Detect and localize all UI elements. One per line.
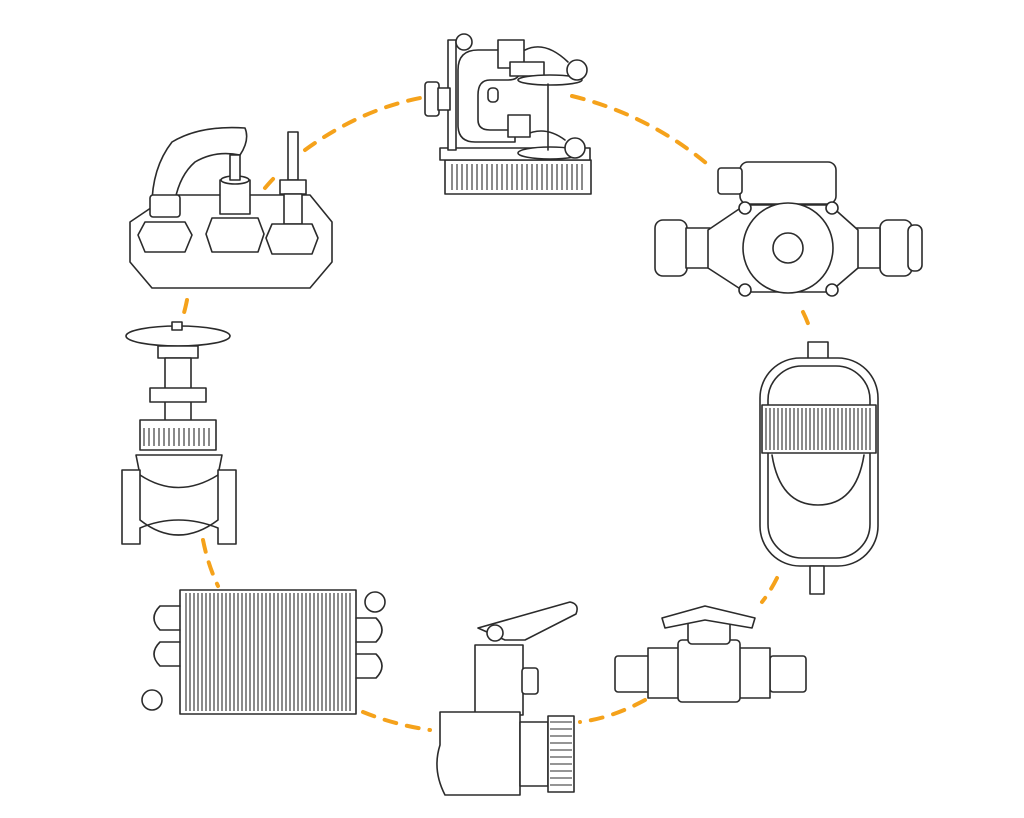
connector-arc <box>303 96 422 152</box>
connector-arc <box>801 310 812 332</box>
heat-exchanger-icon <box>141 589 386 715</box>
faucet-fitting-icon <box>129 126 333 289</box>
connector-arc <box>760 576 779 604</box>
ball-valve-icon <box>614 605 807 703</box>
connector-arc <box>361 710 432 732</box>
connector-arc <box>263 176 276 190</box>
connector-arc <box>578 698 647 724</box>
pressure-control-manifold-icon <box>424 33 592 195</box>
expansion-tank-icon <box>759 341 879 595</box>
safety-valve-icon <box>436 601 578 796</box>
gate-valve-icon <box>121 321 237 545</box>
connector-arcs <box>181 94 812 732</box>
connector-arc <box>181 298 189 318</box>
circulation-pump-icon <box>654 161 923 297</box>
connector-arc <box>201 538 220 588</box>
connector-arc <box>570 94 714 170</box>
